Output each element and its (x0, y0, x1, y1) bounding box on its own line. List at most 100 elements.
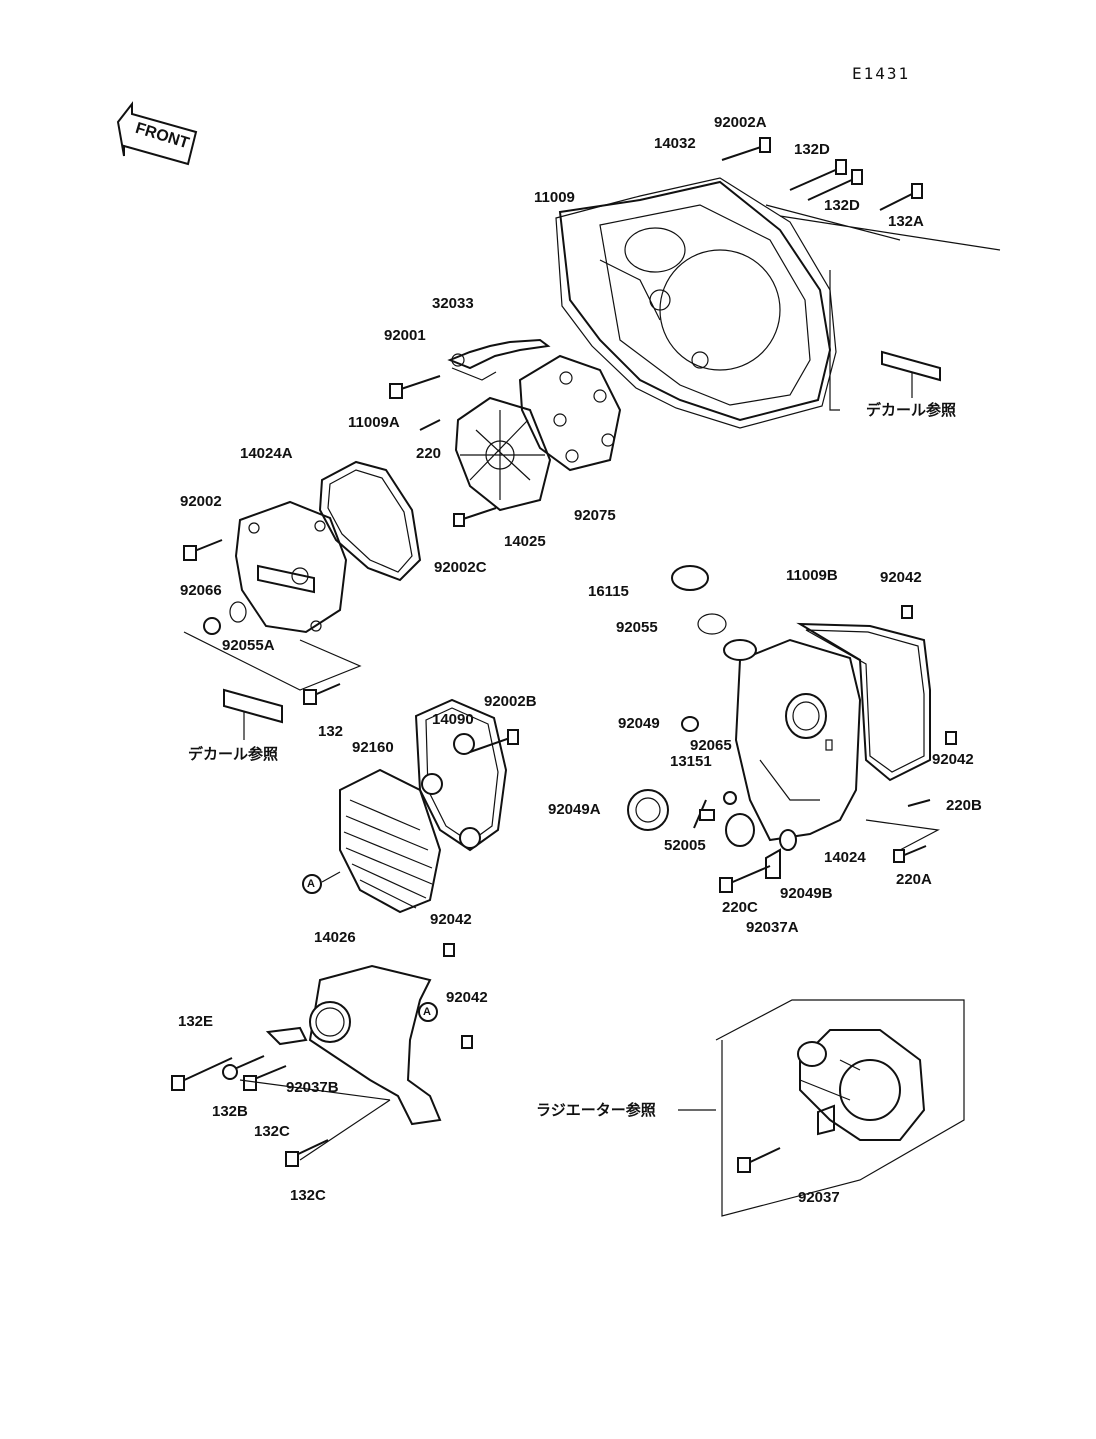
decal-1 (881, 350, 941, 398)
front-arrow-icon: FRONT (116, 101, 198, 166)
leader-bracket-right (829, 270, 840, 411)
dowel-92042-b (945, 731, 957, 745)
plate-92075 (518, 354, 622, 472)
label-92055A: 92055A (222, 637, 275, 654)
bracket-32033 (389, 338, 551, 399)
label-132E: 132E (178, 1013, 214, 1030)
label-92037: 92037 (798, 1189, 840, 1206)
oring-92055 (697, 613, 727, 635)
label-132A: 132A (888, 213, 924, 230)
label-92055: 92055 (616, 619, 658, 636)
callout-a-1 (302, 874, 322, 894)
gasket-11009 (555, 177, 837, 429)
label-92042-a: 92042 (880, 569, 922, 586)
cap-16115 (671, 565, 709, 591)
label-132D-2: 132D (824, 197, 860, 214)
leader-bracket-left (183, 631, 362, 691)
grill-92160 (339, 768, 442, 914)
label-92001: 92001 (384, 327, 426, 344)
label-92065: 92065 (690, 737, 732, 754)
washer-92065 (723, 791, 737, 805)
bracket-92037A (765, 848, 781, 879)
bolt-132B (231, 1055, 265, 1071)
label-92037A: 92037A (746, 919, 799, 936)
bolt-220C (727, 865, 771, 885)
bolt-220B (907, 799, 931, 807)
cover-14090 (414, 698, 508, 852)
bolt-132C-2 (293, 1139, 329, 1157)
label-132D-1: 132D (794, 141, 830, 158)
label-92066: 92066 (180, 582, 222, 599)
bolt-132E (179, 1057, 233, 1083)
label-220C: 220C (722, 899, 758, 916)
label-14024A: 14024A (240, 445, 293, 462)
bracket-92037B (265, 1026, 308, 1046)
bolt-220 (419, 419, 441, 431)
label-92002A: 92002A (714, 114, 767, 131)
label-132C-1: 132C (254, 1123, 290, 1140)
label-220A: 220A (896, 871, 932, 888)
label-32033: 32033 (432, 295, 474, 312)
bolt-92002B (469, 737, 511, 753)
cover-14026 (308, 964, 442, 1126)
decal-2 (223, 688, 283, 740)
gasket-11009A (318, 460, 422, 582)
callout-a-text-1: A (307, 878, 315, 890)
dowel-92042-a (901, 605, 913, 619)
diagram-code: E1431 (852, 64, 911, 83)
label-92049A: 92049A (548, 801, 601, 818)
seal-92049 (681, 716, 699, 732)
crankcase-cover-large (558, 180, 832, 422)
label-14032: 14032 (654, 135, 696, 152)
plug-92066 (203, 617, 221, 635)
note-decal-ref-2: デカール参照 (188, 745, 279, 763)
callout-a-2 (418, 1002, 438, 1022)
callout-a-text-2: A (423, 1006, 431, 1018)
label-14090: 14090 (432, 711, 474, 728)
label-13151: 13151 (670, 753, 712, 770)
note-radiator-ref: ラジエーター参照 (536, 1101, 656, 1119)
dowel-92042-d (461, 1035, 473, 1049)
cover-14024 (734, 638, 862, 842)
label-14025: 14025 (504, 533, 546, 550)
radiator-ref-box (715, 999, 965, 1217)
cover-14025 (454, 396, 552, 512)
label-92160: 92160 (352, 739, 394, 756)
seal-92049B (779, 829, 797, 851)
bolt-220A (901, 845, 927, 857)
note-decal-ref-1: デカール参照 (866, 401, 957, 419)
label-16115: 16115 (588, 583, 629, 600)
label-132B: 132B (212, 1103, 248, 1120)
label-52005: 52005 (664, 837, 706, 854)
label-92037B: 92037B (286, 1079, 339, 1096)
dowel-92042-c (443, 943, 455, 957)
label-92049B: 92049B (780, 885, 833, 902)
label-220B: 220B (946, 797, 982, 814)
gasket-11009B (796, 622, 931, 782)
label-11009: 11009 (534, 189, 575, 206)
bearing-52005 (725, 813, 755, 847)
bolt-92002C (459, 507, 497, 521)
label-11009B: 11009B (786, 567, 838, 584)
label-92042-c: 92042 (430, 911, 472, 928)
bolts-top (721, 137, 1001, 251)
label-92002C: 92002C (434, 559, 487, 576)
filler-neck (723, 639, 757, 661)
label-92075: 92075 (574, 507, 616, 524)
label-220: 220 (416, 445, 442, 462)
bolt-132C-1 (251, 1065, 287, 1081)
leader-bottom-left (239, 1079, 391, 1161)
oring-92055A (229, 601, 247, 623)
cover-14024A (234, 500, 348, 634)
label-92049: 92049 (618, 715, 660, 732)
label-92042-b: 92042 (932, 751, 974, 768)
label-92042-d: 92042 (446, 989, 488, 1006)
label-11009A: 11009A (348, 414, 400, 431)
leader-right-mid (865, 819, 940, 851)
seal-92049A (627, 789, 669, 831)
label-132: 132 (318, 723, 344, 740)
label-14024: 14024 (824, 849, 866, 866)
label-92002: 92002 (180, 493, 222, 510)
